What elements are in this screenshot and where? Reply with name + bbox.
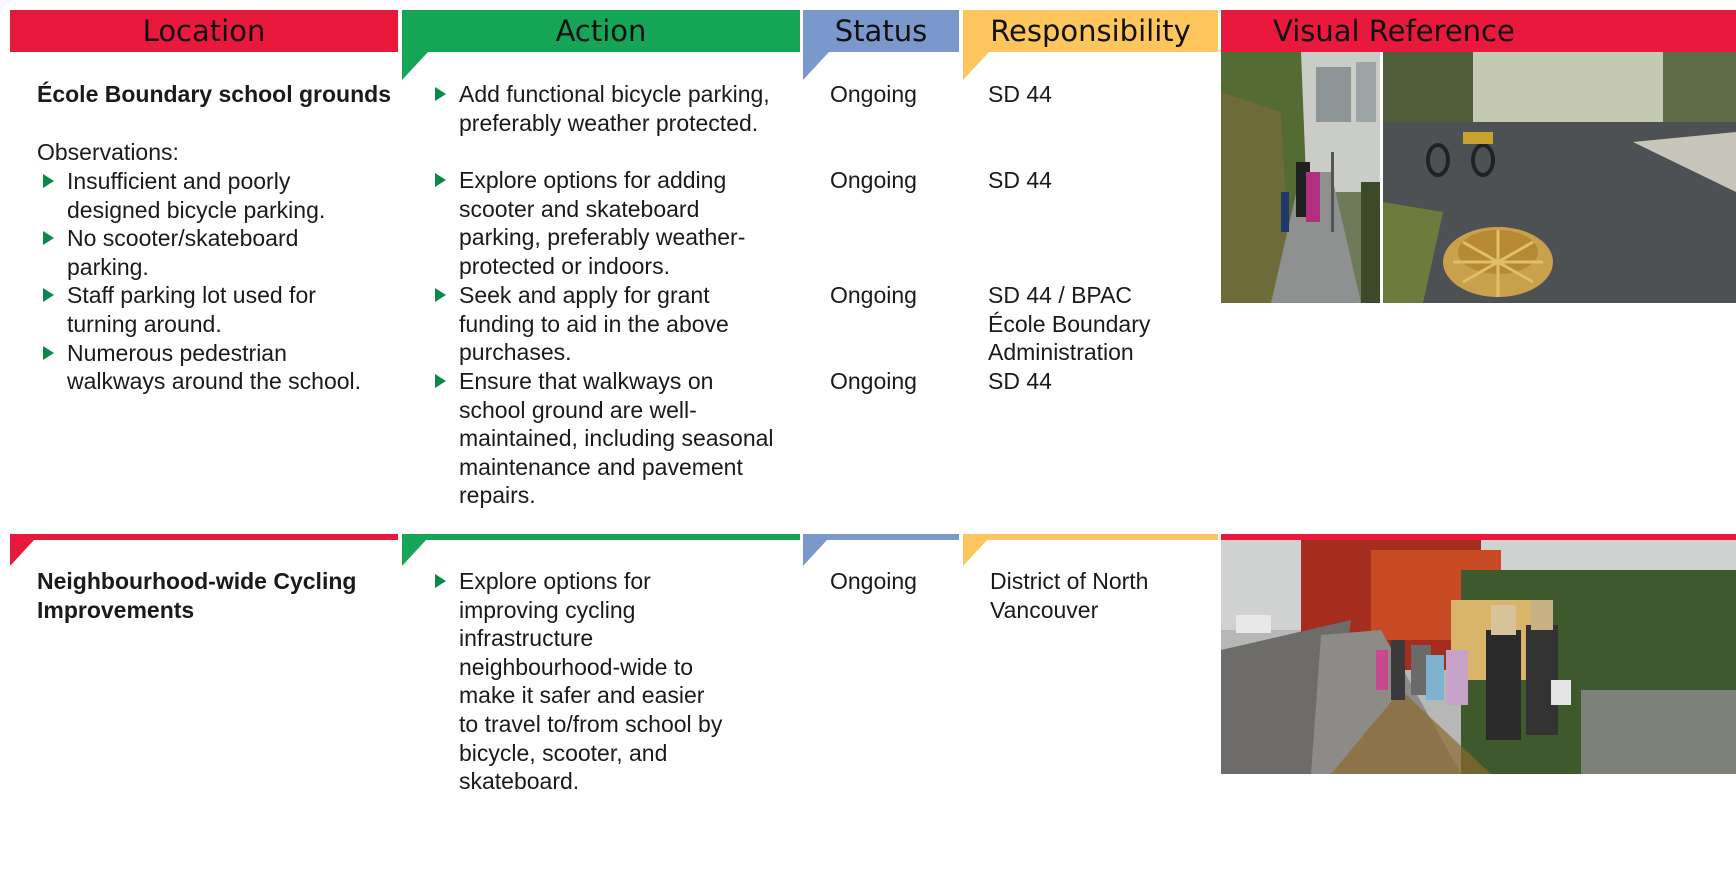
observation-item: Numerous pedestrian walkways around the … <box>37 339 382 396</box>
header-visual-reference-label: Visual Reference <box>1273 14 1515 48</box>
row2-fold-action <box>402 540 426 566</box>
walkway-photo <box>1221 52 1380 303</box>
bike-parking-photo <box>1383 52 1736 303</box>
header-responsibility-label: Responsibility <box>990 14 1191 48</box>
row2-fold-location <box>10 540 34 566</box>
row1-responsibility-1: SD 44 <box>988 81 1052 107</box>
row1-status-3: Ongoing <box>830 282 917 308</box>
header-action-fold <box>402 52 428 80</box>
action-item: Explore options for adding scooter and s… <box>429 166 774 280</box>
header-location: Location <box>10 10 398 52</box>
row1-responsibility-4: SD 44 <box>988 368 1052 394</box>
row2-bar-responsibility <box>963 534 1218 540</box>
action-item: Ensure that walkways on school ground ar… <box>429 367 774 510</box>
row1-observations-label: Observations: <box>37 139 179 165</box>
row1-responsibility-3: SD 44 / BPAC École Boundary Administrati… <box>988 282 1151 366</box>
row1-action-1: Add functional bicycle parking, preferab… <box>429 80 774 137</box>
header-status: Status <box>803 10 959 52</box>
observation-item: Staff parking lot used for turning aroun… <box>37 281 382 338</box>
row1-status-1: Ongoing <box>830 81 917 107</box>
row1-status-2: Ongoing <box>830 167 917 193</box>
row2-responsibility-1: District of North Vancouver <box>990 568 1149 623</box>
header-visual-reference: Visual Reference <box>1221 10 1736 52</box>
row1-action-4: Ensure that walkways on school ground ar… <box>429 367 774 510</box>
row2-bar-status <box>803 534 959 540</box>
row2-fold-status <box>803 540 827 566</box>
row2-location-title: Neighbourhood-wide Cycling Improvements <box>37 568 357 623</box>
action-item: Explore options for improving cycling in… <box>429 567 729 796</box>
header-responsibility: Responsibility <box>963 10 1218 52</box>
header-action: Action <box>402 10 800 52</box>
row2-bar-location <box>10 534 398 540</box>
header-status-label: Status <box>834 14 928 48</box>
row2-action-1: Explore options for improving cycling in… <box>429 567 729 796</box>
header-action-label: Action <box>555 14 647 48</box>
walking-to-school-photo <box>1221 540 1736 774</box>
row2-status-1: Ongoing <box>830 568 917 594</box>
row1-observations-list: Insufficient and poorly designed bicycle… <box>37 167 382 396</box>
row1-status-4: Ongoing <box>830 368 917 394</box>
header-responsibility-fold <box>963 52 989 80</box>
observation-item: Insufficient and poorly designed bicycle… <box>37 167 382 224</box>
observation-item: No scooter/skateboard parking. <box>37 224 382 281</box>
action-item: Add functional bicycle parking, preferab… <box>429 80 774 137</box>
action-item: Seek and apply for grant funding to aid … <box>429 281 774 367</box>
row2-bar-action <box>402 534 800 540</box>
row1-action-2: Explore options for adding scooter and s… <box>429 166 774 280</box>
row1-action-3: Seek and apply for grant funding to aid … <box>429 281 774 367</box>
row2-fold-responsibility <box>963 540 987 566</box>
row2-bar-visual <box>1221 534 1736 540</box>
header-location-label: Location <box>142 14 266 48</box>
row1-responsibility-2: SD 44 <box>988 167 1052 193</box>
row1-location-title: École Boundary school grounds <box>37 81 391 107</box>
header-status-fold <box>803 52 829 80</box>
